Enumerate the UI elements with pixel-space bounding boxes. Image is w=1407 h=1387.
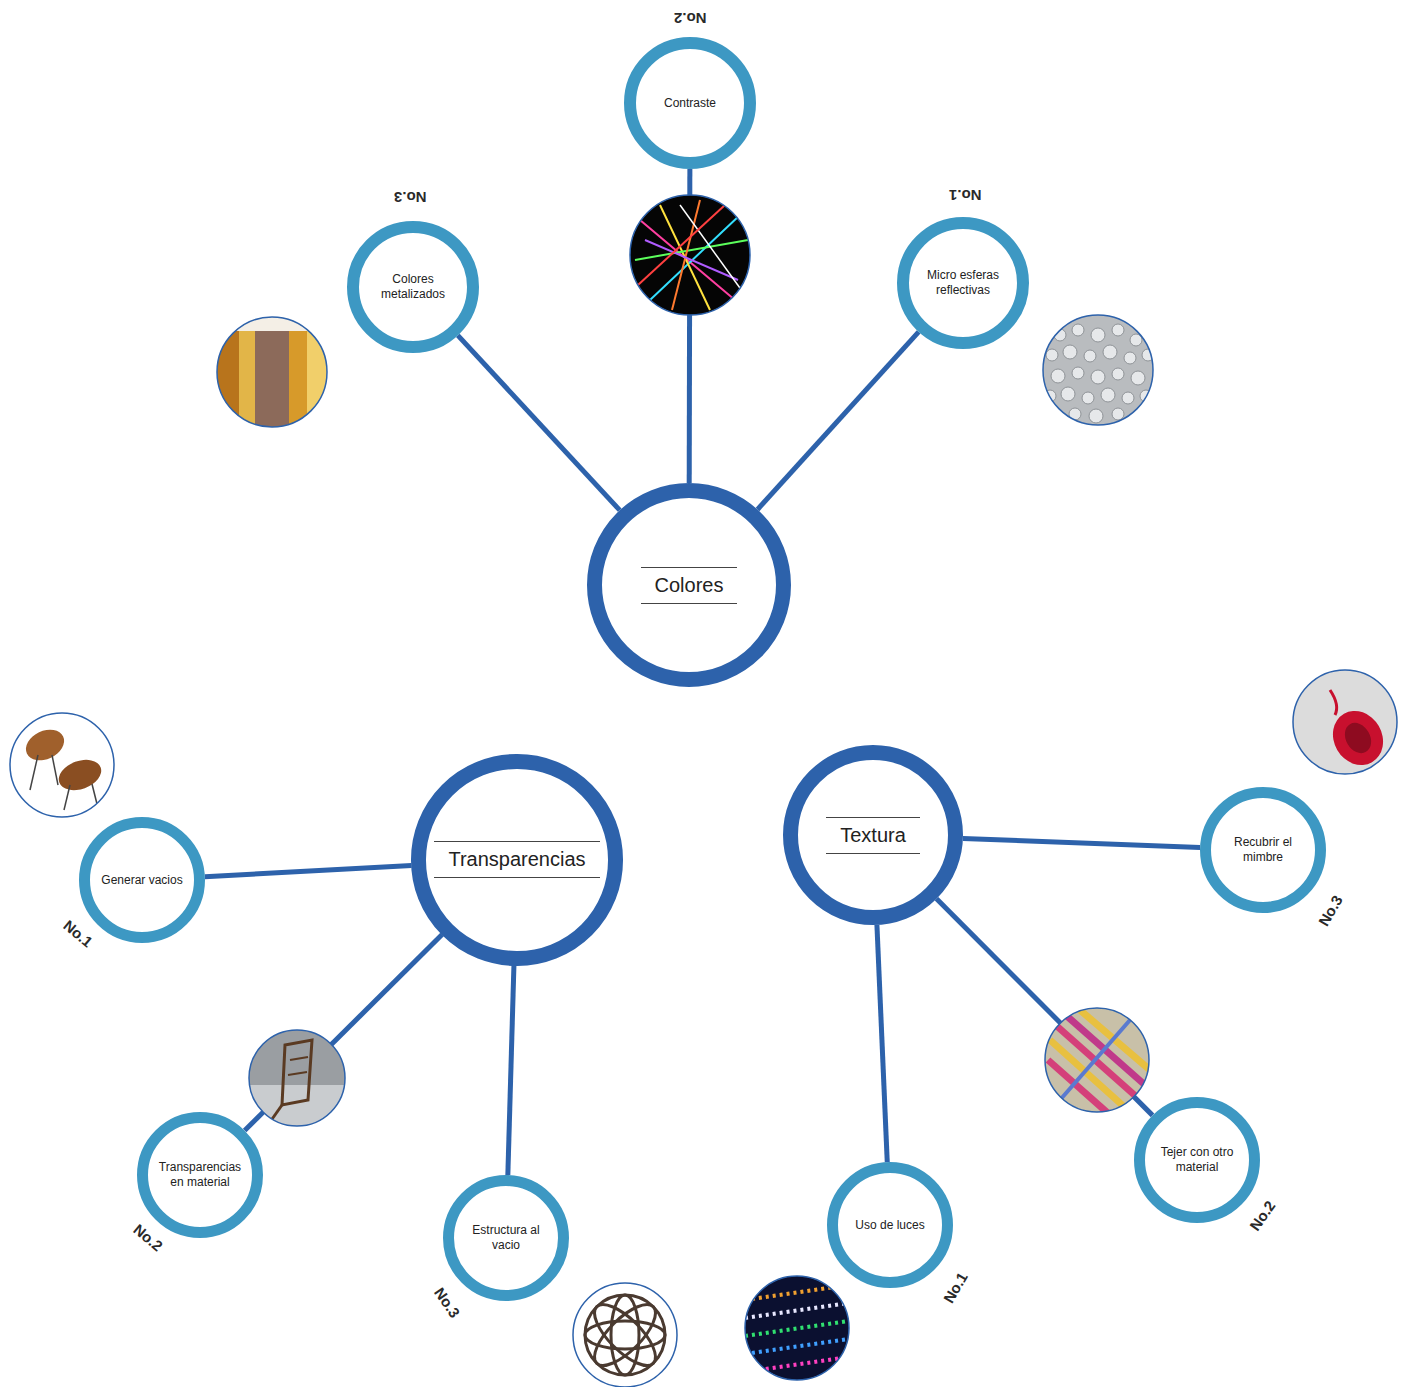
node-label: Micro esferas reflectivas xyxy=(921,268,1005,298)
connector-line xyxy=(963,838,1200,847)
connector-line xyxy=(508,966,514,1175)
neon-lines-photo xyxy=(630,195,750,315)
woven-material-photo xyxy=(1045,1008,1150,1115)
node-label: Transparencias xyxy=(434,841,599,878)
callout-number: No.3 xyxy=(1315,892,1346,929)
idea-circle: Transparencias en material xyxy=(137,1112,263,1238)
topic-circle: Colores xyxy=(587,483,791,687)
node-label: Estructura al vacio xyxy=(464,1223,548,1253)
callout-number: No.1 xyxy=(949,187,982,204)
node-label: Uso de luces xyxy=(855,1218,924,1233)
node-label: Recubrir el mimbre xyxy=(1221,835,1305,865)
topic-circle: Transparencias xyxy=(411,754,622,965)
connector-line xyxy=(758,332,919,510)
idea-circle: Micro esferas reflectivas xyxy=(897,217,1029,349)
idea-circle: Uso de luces xyxy=(827,1162,953,1288)
connector-line xyxy=(937,899,1153,1116)
connector-line xyxy=(877,925,887,1162)
node-label: Transparencias en material xyxy=(158,1160,242,1190)
idea-circle: Colores metalizados xyxy=(347,221,479,353)
wicker-chairs-photo xyxy=(10,713,114,817)
callout-number: No.2 xyxy=(1246,1197,1279,1233)
led-lights-photo xyxy=(745,1276,849,1380)
callout-number: No.3 xyxy=(394,189,427,206)
node-label: Contraste xyxy=(664,96,716,111)
idea-circle: Generar vacios xyxy=(79,817,205,943)
microsphere-photo xyxy=(1043,315,1154,425)
node-label: Tejer con otro material xyxy=(1155,1145,1239,1175)
open-sphere-photo xyxy=(573,1283,677,1387)
node-label: Generar vacios xyxy=(101,873,182,888)
idea-circle: Tejer con otro material xyxy=(1134,1097,1260,1223)
callout-number: No.1 xyxy=(940,1269,971,1306)
node-label: Colores metalizados xyxy=(371,272,455,302)
topic-circle: Textura xyxy=(783,745,963,925)
node-label: Colores xyxy=(641,567,738,604)
idea-circle: Contraste xyxy=(624,37,756,169)
connector-line xyxy=(245,934,442,1130)
callout-number: No.2 xyxy=(130,1220,166,1254)
connector-line xyxy=(205,866,412,877)
callout-number: No.2 xyxy=(674,10,707,27)
metallic-thread-photo xyxy=(217,317,327,427)
connector-line xyxy=(458,335,620,510)
callout-number: No.1 xyxy=(60,916,96,950)
callout-number: No.3 xyxy=(431,1284,464,1320)
covered-wicker-photo xyxy=(1293,670,1397,774)
chair-photo xyxy=(249,1030,345,1126)
node-label: Textura xyxy=(826,817,920,854)
idea-circle: Recubrir el mimbre xyxy=(1200,787,1326,913)
idea-circle: Estructura al vacio xyxy=(443,1175,569,1301)
